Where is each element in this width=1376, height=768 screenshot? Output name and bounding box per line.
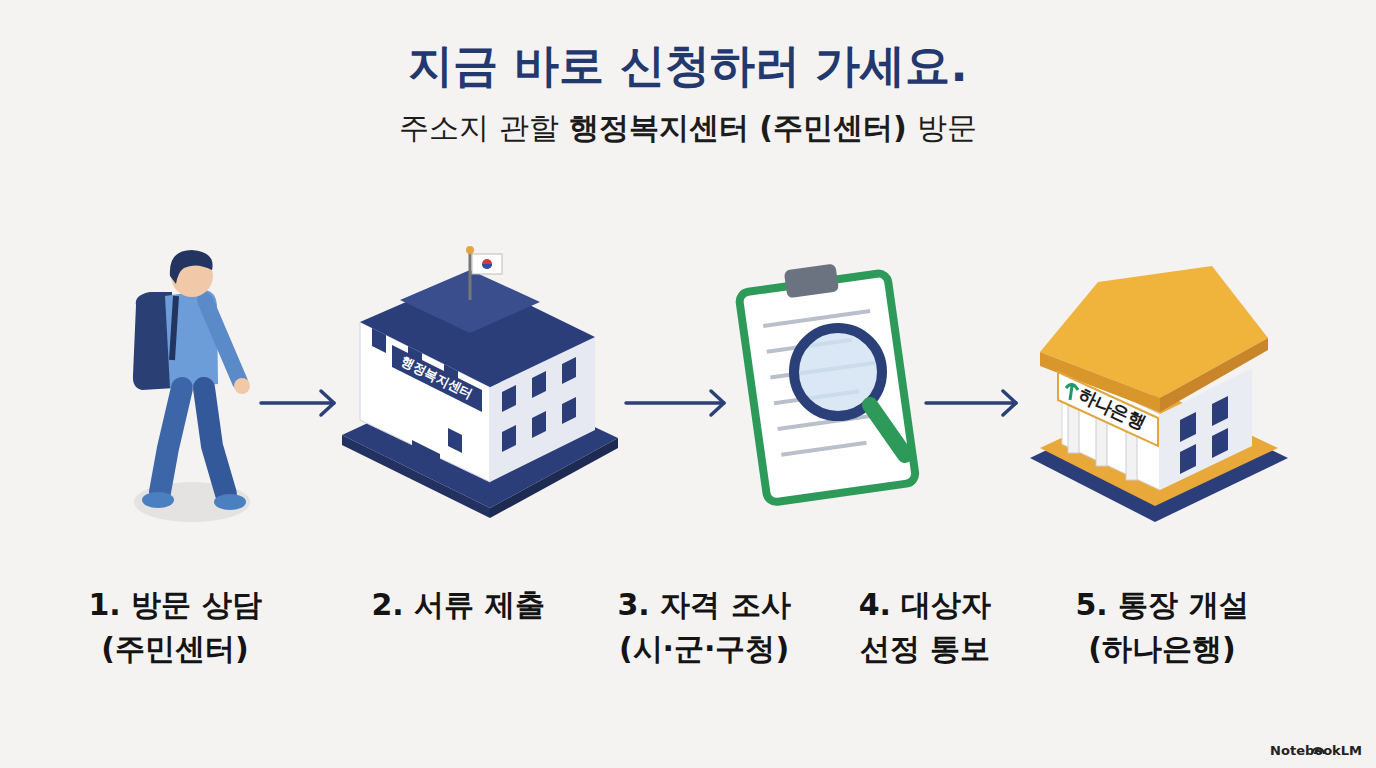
window <box>562 397 576 424</box>
paper-line <box>763 311 870 326</box>
flow-arrow <box>626 391 724 415</box>
step-label: 1. 방문 상담 (주민센터) <box>75 583 275 670</box>
step-node: 행정복지센터2. 서류 제출 <box>340 240 620 515</box>
window <box>448 428 462 453</box>
subtitle-part: 주소지 관할 <box>399 108 559 149</box>
watermark: NotebookLM <box>1250 743 1362 758</box>
window <box>562 357 576 384</box>
step-label: 3. 자격 조사 (시·군·구청) <box>602 583 807 670</box>
arrow-head <box>321 391 334 415</box>
title: 지금 바로 신청하러 가세요. <box>0 36 1376 96</box>
building-icon <box>342 246 618 518</box>
subtitle-part: 방문 <box>917 108 977 149</box>
person-icon <box>133 250 250 522</box>
arrow-shaft <box>261 401 334 405</box>
window <box>532 411 546 438</box>
window <box>502 385 516 412</box>
flow-arrow <box>926 391 1016 415</box>
arrow-head <box>1003 391 1016 415</box>
arrow-shaft <box>926 401 1016 405</box>
subtitle-part: 행정복지센터 (주민센터) <box>569 108 907 149</box>
window <box>372 328 386 353</box>
step-label: 4. 대상자 선정 통보 <box>850 583 1000 670</box>
sign-text: 행정복지센터 <box>389 349 485 408</box>
bank-icon <box>1030 266 1288 522</box>
step-node: 3. 자격 조사 (시·군·구청)4. 대상자 선정 통보 <box>730 262 920 502</box>
flow-arrow <box>261 391 334 415</box>
window <box>502 425 516 452</box>
paper-line <box>781 443 866 455</box>
step-label: 5. 통장 개설 (하나은행) <box>1060 583 1265 670</box>
subtitle: 주소지 관할행정복지센터 (주민센터)방문 <box>0 108 1376 149</box>
arrow-head <box>711 391 724 415</box>
window <box>532 371 546 398</box>
sign-text: 하나은행 <box>1066 380 1159 438</box>
step-label: 2. 서류 제출 <box>338 583 578 627</box>
arrow-shaft <box>626 401 724 405</box>
clipboard-icon <box>736 256 916 503</box>
step-node: 1. 방문 상담 (주민센터) <box>130 255 255 525</box>
step-node: 하나은행5. 통장 개설 (하나은행) <box>1022 262 1292 524</box>
